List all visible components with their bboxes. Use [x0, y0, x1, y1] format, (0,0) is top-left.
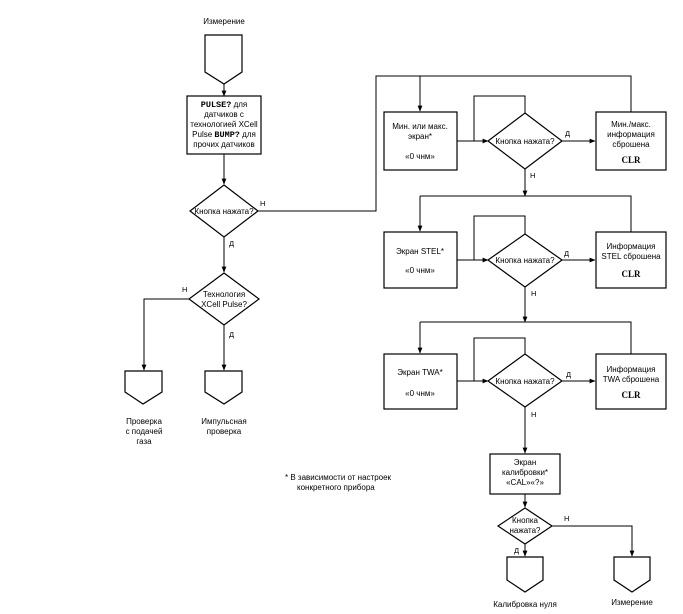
twa-box — [383, 353, 458, 410]
twa-reset-line1: Информация — [607, 365, 656, 374]
end-gas-connector — [124, 370, 163, 405]
stel-decision-yes: Д — [564, 249, 569, 258]
twa-reset-box — [595, 353, 667, 410]
stel-reset-box — [595, 231, 667, 289]
cal-decision-line2: нажата? — [510, 526, 542, 535]
twa-decision-no: Н — [531, 410, 536, 419]
cal-line3: «CAL»«?» — [506, 478, 544, 487]
decision-tech-no: Н — [182, 285, 187, 294]
end-measure-label: Измерение — [611, 598, 653, 607]
minmax-line2: экран* — [408, 132, 432, 141]
cal-decision-line1: Кнопка — [512, 516, 539, 525]
minmax-line3: «0 чнм» — [405, 152, 435, 161]
note-line1: * В зависимости от настроек — [285, 473, 392, 482]
minmax-reset-line1: Мин./макс. — [611, 120, 651, 129]
end-measure-connector — [613, 556, 651, 593]
decision-tech-line1: Технология — [203, 290, 245, 299]
edge-minmax-loop — [473, 95, 526, 141]
edge-twa-loop — [473, 337, 526, 381]
decision-tech-yes: Д — [229, 330, 234, 339]
decision-tech-line2: XCell Pulse? — [201, 300, 247, 309]
start-connector — [204, 34, 243, 85]
twa-line1: Экран TWA* — [397, 368, 442, 377]
minmax-reset-box — [595, 111, 667, 171]
decision-main-no: Н — [260, 199, 265, 208]
pulse-bump-line4: Pulse BUMP? для — [192, 130, 256, 140]
cal-box — [489, 453, 561, 495]
stel-reset-line2: STEL сброшена — [601, 252, 661, 261]
edge-stel-loop — [473, 215, 526, 260]
end-gas-line2: с подачей — [126, 427, 163, 436]
stel-decision-label: Кнопка нажата? — [495, 256, 555, 265]
edge-tech-no — [141, 298, 189, 371]
minmax-decision-yes: Д — [565, 129, 570, 138]
pulse-bump-line5: прочих датчиков — [193, 140, 254, 149]
pulse-bump-line1: PULSE? для — [201, 100, 248, 110]
cal-line1: Экран — [514, 458, 537, 467]
end-pulse-line2: проверка — [207, 427, 242, 436]
minmax-reset-line3: сброшена — [612, 140, 650, 149]
pulse-bump-line3: технологией XCell — [190, 120, 258, 129]
stel-reset-line1: Информация — [607, 242, 656, 251]
note-line2: конкретного прибора — [297, 483, 375, 492]
stel-reset-clr: CLR — [621, 269, 641, 279]
minmax-box — [383, 111, 458, 171]
decision-main-label: Кнопка нажата? — [194, 207, 254, 216]
minmax-reset-clr: CLR — [621, 155, 641, 165]
minmax-line1: Мин. или макс. — [392, 122, 448, 131]
end-pulse-connector — [204, 370, 243, 405]
pulse-bump-line2: датчиков с — [204, 110, 244, 119]
edge-cal-no — [552, 525, 635, 557]
end-zero-label: Калибровка нуля — [493, 600, 557, 609]
stel-decision-no: Н — [531, 289, 536, 298]
end-zero-connector — [506, 556, 544, 593]
minmax-decision-no: Н — [530, 171, 535, 180]
twa-reset-line2: TWA сброшена — [603, 375, 660, 384]
minmax-reset-line2: информация — [607, 130, 655, 139]
edge-twa-top — [420, 321, 632, 354]
end-gas-line3: газа — [136, 437, 152, 446]
cal-line2: калибровки* — [502, 468, 548, 477]
twa-reset-clr: CLR — [621, 390, 641, 400]
stel-line2: «0 чнм» — [405, 266, 435, 275]
cal-decision-yes: Д — [514, 546, 519, 555]
end-pulse-line1: Импульсная — [201, 417, 246, 426]
decision-tech — [187, 272, 261, 326]
decision-main-yes: Д — [229, 239, 234, 248]
twa-line2: «0 чнм» — [405, 389, 435, 398]
minmax-decision-label: Кнопка нажата? — [495, 137, 555, 146]
stel-line1: Экран STEL* — [396, 247, 444, 256]
edge-main-no-loop — [258, 75, 632, 212]
end-gas-line1: Проверка — [126, 417, 162, 426]
cal-decision-no: Н — [564, 514, 569, 523]
start-label: Измерение — [203, 17, 245, 26]
twa-decision-label: Кнопка нажата? — [495, 377, 555, 386]
twa-decision-yes: Д — [566, 370, 571, 379]
stel-box — [383, 231, 458, 289]
edge-stel-top — [420, 195, 632, 232]
